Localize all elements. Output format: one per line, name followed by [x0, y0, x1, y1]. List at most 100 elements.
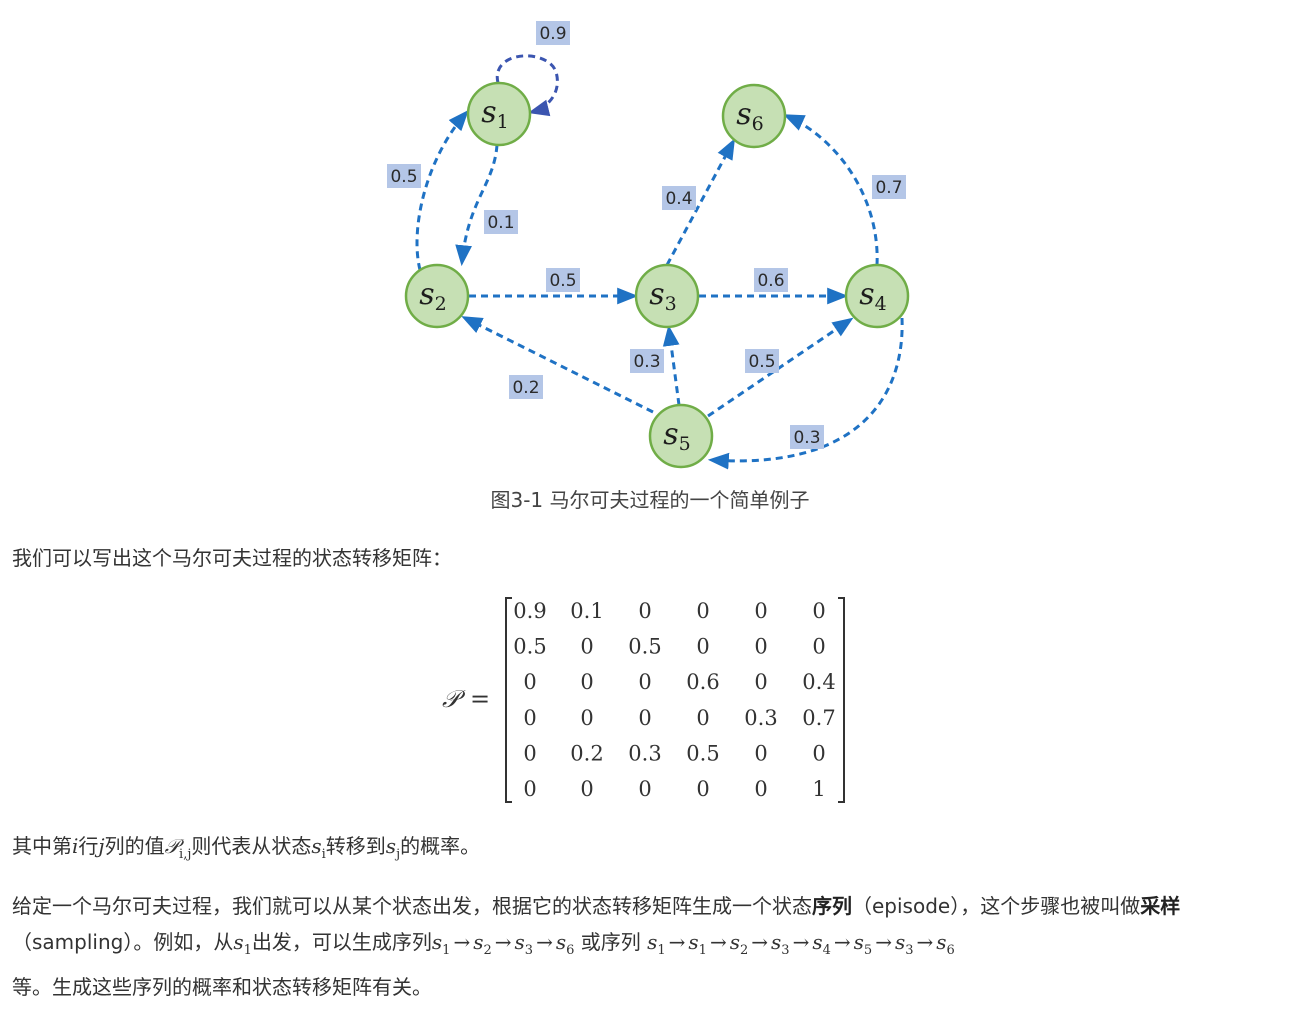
edge-s5-s2 — [461, 316, 654, 414]
arrow-symbol: → — [494, 930, 512, 954]
arrow-symbol: → — [751, 930, 769, 954]
matrix-cell: 0 — [523, 741, 536, 765]
arrow-symbol: → — [709, 930, 727, 954]
node-s1: s1 — [466, 81, 532, 147]
edge-probability: 0.4 — [665, 189, 692, 209]
state-symbol: s2 — [729, 930, 749, 958]
edge-label-bg — [546, 268, 580, 292]
edge-label-s3-s6: 0.4 — [662, 186, 696, 210]
edge-label-s2-s3: 0.5 — [546, 268, 580, 292]
state-symbol: s4 — [812, 930, 831, 958]
node-s3: s3 — [634, 263, 700, 329]
state-symbol: s2 — [473, 930, 492, 958]
edge-s2-s1 — [415, 109, 469, 271]
edge-probability: 0.7 — [875, 178, 902, 198]
matrix-cell: 0 — [754, 599, 767, 623]
matrix-cell: 0 — [523, 706, 536, 730]
matrix-cell: 0.5 — [686, 741, 719, 765]
edge-label-s5-s3: 0.3 — [630, 349, 664, 373]
edge-label-s4-s5: 0.3 — [790, 425, 824, 449]
term-episode: 序列 — [812, 894, 852, 918]
matrix-cell: 0 — [754, 741, 767, 765]
matrix-cell: 0 — [754, 635, 767, 659]
matrix-cell: 0 — [696, 777, 709, 801]
state-symbol: s1 — [647, 930, 666, 958]
arrow-symbol: → — [536, 930, 553, 954]
edge-probability: 0.3 — [633, 352, 660, 372]
node-label: s4 — [859, 277, 887, 315]
edge-label-s2-s1: 0.5 — [387, 164, 421, 188]
matrix-cell: 0.9 — [513, 599, 546, 623]
edge-s1-s1 — [495, 54, 559, 117]
node-s6: s6 — [721, 83, 787, 149]
matrix-cell: 0 — [580, 635, 593, 659]
edge-label-bg — [872, 175, 906, 199]
edge-label-bg — [745, 349, 779, 373]
node-label: s6 — [736, 97, 764, 135]
node-label: s3 — [649, 277, 677, 315]
state-symbol: s3 — [514, 930, 534, 958]
sequence-2: s1→s1→s2→s3→s4→s5→s3→s6 — [647, 930, 955, 958]
matrix-cell: 0 — [580, 777, 593, 801]
matrix-cell: 0 — [812, 599, 825, 623]
matrix-cell: 0 — [638, 706, 651, 730]
matrix-cell: 0.7 — [802, 706, 835, 730]
edge-probability: 0.9 — [539, 24, 566, 44]
edge-label-bg — [662, 186, 696, 210]
matrix-cell: 0.1 — [570, 599, 603, 623]
state-symbol: s6 — [936, 930, 955, 958]
matrix-cell: 0 — [523, 670, 536, 694]
matrix-symbol: 𝒫 — [442, 685, 466, 713]
edge-s1-s2 — [455, 144, 499, 267]
matrix-cell: 0 — [580, 706, 593, 730]
matrix-cell: 0.3 — [628, 741, 661, 765]
edge-label-s5-s4: 0.5 — [745, 349, 779, 373]
left-bracket — [505, 597, 512, 803]
state-symbol: s3 — [771, 930, 790, 958]
arrow-symbol: → — [453, 930, 471, 954]
matrix-cell: 0.6 — [686, 670, 719, 694]
matrix-cell: 0 — [812, 741, 825, 765]
edge-label-s1-s1: 0.9 — [536, 21, 570, 45]
matrix-cell: 0.4 — [802, 670, 835, 694]
state-symbol: s1 — [688, 930, 707, 958]
matrix-cell: 0.3 — [744, 706, 777, 730]
matrix-cell: 0 — [580, 670, 593, 694]
arrow-symbol: → — [916, 930, 934, 954]
edge-label-bg — [536, 21, 570, 45]
sequence-1: s1→s2→s3→s6 — [431, 930, 575, 958]
node-label: s5 — [663, 417, 691, 455]
matrix-cell: 0 — [638, 777, 651, 801]
node-circle — [721, 83, 787, 149]
edge-s5-s3 — [662, 324, 681, 406]
state-symbol: s6 — [555, 930, 575, 958]
edge-label-bg — [387, 164, 421, 188]
matrix-intro: 我们可以写出这个马尔可夫过程的状态转移矩阵： — [12, 546, 452, 570]
edge-probability: 0.5 — [549, 271, 576, 291]
state-symbol: s1 — [431, 930, 451, 958]
edge-probability: 0.5 — [390, 167, 417, 187]
arrow-symbol: → — [875, 930, 892, 954]
node-circle — [648, 403, 714, 469]
arrow-symbol: → — [833, 930, 851, 954]
matrix-cell: 0.2 — [570, 741, 603, 765]
right-bracket — [838, 597, 845, 803]
edge-label-bg — [754, 268, 788, 292]
edge-label-bg — [509, 375, 543, 399]
matrix-cell: 0 — [696, 706, 709, 730]
edge-label-s4-s6: 0.7 — [872, 175, 906, 199]
matrix-cell: 1 — [812, 777, 825, 801]
arrow-symbol: → — [668, 930, 686, 954]
node-label: s1 — [481, 95, 509, 133]
node-s4: s4 — [844, 263, 910, 329]
edge-s4-s5 — [707, 317, 904, 470]
edge-label-s1-s2: 0.1 — [484, 210, 518, 234]
node-label: s2 — [419, 277, 447, 315]
matrix-cell: 0 — [638, 670, 651, 694]
edge-label-bg — [790, 425, 824, 449]
edge-s4-s6 — [783, 114, 879, 266]
node-circle — [466, 81, 532, 147]
state-symbol: s5 — [853, 930, 873, 958]
matrix-cell: 0 — [754, 670, 767, 694]
